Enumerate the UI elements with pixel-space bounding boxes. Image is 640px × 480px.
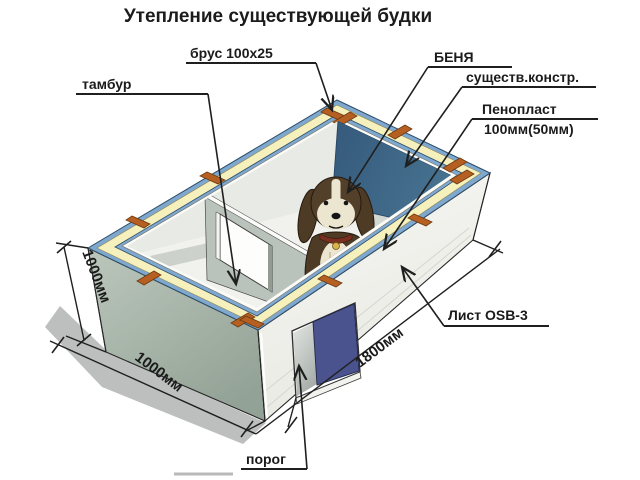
timber-block	[407, 213, 433, 227]
timber-block	[387, 124, 413, 140]
right-corner-edge	[472, 172, 491, 241]
left-corner-edge	[87, 247, 107, 353]
callout-tambur: тамбур	[76, 76, 236, 284]
dog-blaze	[331, 179, 341, 206]
callout-osb-label: Лист OSB-3	[448, 307, 528, 323]
dog-eye-left	[323, 200, 329, 206]
partition-opening-jamb-left	[215, 211, 221, 261]
callout-benya-label: БЕНЯ	[434, 49, 474, 65]
interior-backleft-wall	[127, 121, 338, 254]
partition-opening-jamb-right	[268, 244, 272, 292]
callout-porog: порог	[241, 366, 308, 470]
callout-brus: брус 100x25	[186, 45, 332, 110]
timber-block	[317, 274, 343, 288]
timber-block	[199, 171, 226, 185]
timber-cross-blocks	[125, 107, 475, 329]
ground-shadow	[45, 306, 266, 444]
callout-benya: БЕНЯ	[348, 49, 512, 192]
dog-mouth	[328, 225, 344, 229]
diagram-title: Утепление существующей будки	[124, 6, 432, 27]
timber-block	[442, 157, 468, 173]
threshold	[295, 371, 362, 405]
dog-eye-right	[343, 200, 349, 206]
callout-porog-label: порог	[246, 451, 286, 467]
timber-block	[125, 215, 151, 229]
callout-penoplast-label-1: Пенопласт	[482, 101, 557, 117]
callout-osb: Лист OSB-3	[402, 267, 549, 327]
timber-block	[449, 169, 475, 185]
timber-block	[136, 270, 162, 286]
front-corner-highlight	[260, 332, 268, 419]
callout-penoplast-label-2: 100мм(50мм)	[484, 121, 574, 137]
dog-collar	[319, 233, 353, 244]
front-corner-edge	[257, 329, 266, 422]
callout-sushestv: существ.констр.	[406, 69, 596, 166]
callout-penoplast: Пенопласт 100мм(50мм)	[384, 101, 598, 249]
callout-tambur-label: тамбур	[82, 76, 131, 92]
floor-shadow-tambur	[150, 243, 218, 268]
callout-brus-label: брус 100x25	[190, 45, 273, 61]
dog-collar-tag	[332, 242, 340, 250]
timber-block	[239, 315, 265, 329]
callout-sushestv-label: существ.констр.	[466, 69, 579, 85]
dog-nose	[331, 212, 341, 220]
